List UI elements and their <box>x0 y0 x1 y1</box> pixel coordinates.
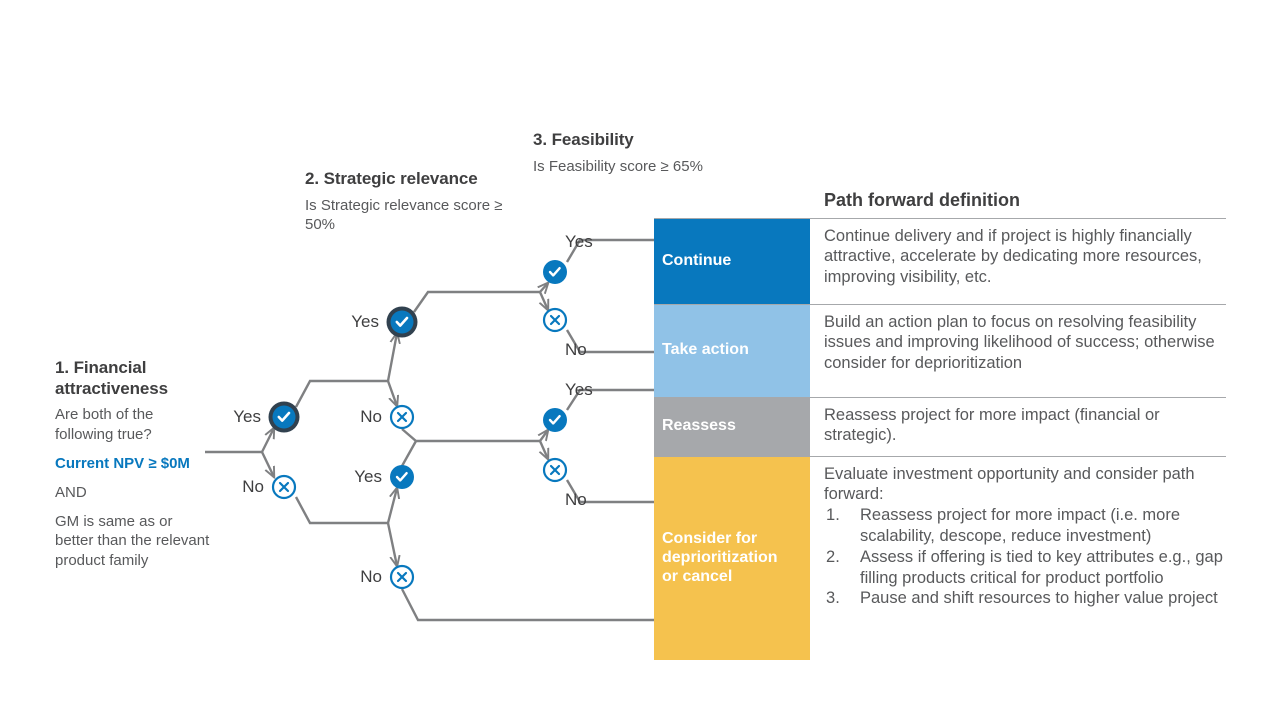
edge-root-to-no <box>260 451 274 477</box>
decision-node-no-icon <box>542 307 568 333</box>
decision-node-no-icon <box>271 474 297 500</box>
table-rows: Continue Continue delivery and if project… <box>654 218 1226 660</box>
edge-strategic-no-upper-merge <box>401 428 540 443</box>
outcome-description: Build an action plan to focus on resolvi… <box>810 305 1226 397</box>
decision-node-no-icon <box>389 564 415 590</box>
table-row: Take action Build an action plan to focus… <box>654 304 1226 397</box>
column-subtext-npv-criterion: Current NPV ≥ $0M <box>55 454 190 472</box>
outcome-description-paragraph: Reassess project for more impact (financ… <box>824 405 1160 445</box>
column-header-feasibility: 3. Feasibility Is Feasibility score ≥ 65… <box>533 130 703 176</box>
outcome-tag-take[interactable]: Take action <box>654 304 810 397</box>
decision-node-yes-icon <box>389 464 415 490</box>
edge-level2-to-no-b <box>386 522 397 566</box>
column-subtext-strategic-criterion: Is Strategic relevance score ≥ 50% <box>305 196 503 233</box>
column-header-financial-attractiveness: 1. Financial attractiveness Are both of … <box>55 358 215 570</box>
table-header-rule <box>654 217 1226 219</box>
column-title: 1. Financial attractiveness <box>55 358 168 398</box>
edge-feasibility2-to-no <box>540 440 548 459</box>
column-title: 2. Strategic relevance <box>305 169 478 188</box>
edge-outcome-consider-a <box>565 479 654 504</box>
edge-root-to-yes <box>260 428 274 453</box>
outcome-tag-line: or cancel <box>662 567 733 585</box>
outcome-tag-line: Consider for <box>662 529 758 547</box>
edge-level2-to-yes-a <box>386 333 397 382</box>
column-subtext-gm-criterion: GM is same as or better than the relevan… <box>55 513 210 569</box>
branch-label-no: No <box>565 340 587 359</box>
edge-feasibility1-to-yes <box>540 283 548 292</box>
table-row-divider <box>654 455 1226 457</box>
column-title: 3. Feasibility <box>533 130 634 149</box>
outcome-description-paragraph: Continue delivery and if project is high… <box>824 226 1202 287</box>
edge-outcome-continue <box>565 238 654 263</box>
decision-node-yes-icon <box>542 259 568 285</box>
table-row: Reassess Reassess project for more impact… <box>654 397 1226 456</box>
decision-node-yes-icon <box>542 407 568 433</box>
decision-node-no-icon <box>542 457 568 483</box>
table-row-divider <box>654 303 1226 305</box>
column-subtext-feasibility-criterion: Is Feasibility score ≥ 65% <box>533 157 703 175</box>
outcome-step-item: Pause and shift resources to higher valu… <box>826 588 1218 609</box>
branch-label-no: No <box>360 567 382 586</box>
table-row-divider <box>654 396 1226 398</box>
edge-level2-to-no-a <box>386 380 397 406</box>
branch-label-yes: Yes <box>351 312 379 331</box>
outcome-tag-reassess[interactable]: Reassess <box>654 397 810 456</box>
edge-outcome-consider-b <box>400 588 654 622</box>
outcome-description: Evaluate investment opportunity and cons… <box>810 457 1226 660</box>
outcome-tag-line: Continue <box>662 251 732 269</box>
branch-label-yes: Yes <box>233 407 261 426</box>
outcome-tag-line: Reassess <box>662 417 736 435</box>
outcome-description-paragraph: Build an action plan to focus on resolvi… <box>824 312 1215 373</box>
edge-level2-to-yes-b <box>386 488 397 524</box>
outcome-description-paragraph: Evaluate investment opportunity and cons… <box>824 464 1195 504</box>
edge-strategic-yes-lower-merge <box>400 440 418 467</box>
table-header-path-forward: Path forward definition <box>824 190 1020 210</box>
edge-feasibility2-to-yes <box>540 430 548 442</box>
branch-label-yes: Yes <box>354 467 382 486</box>
branch-label-no: No <box>242 477 264 496</box>
edge-yes-to-level2-bus <box>294 379 388 408</box>
table-row: Continue Continue delivery and if project… <box>654 218 1226 304</box>
edge-no-to-level2-bus <box>294 496 388 525</box>
outcome-description: Reassess project for more impact (financ… <box>810 398 1226 456</box>
outcome-tag-continue[interactable]: Continue <box>654 218 810 304</box>
outcome-tag-line: deprioritization <box>662 548 778 566</box>
column-header-strategic-relevance: 2. Strategic relevance Is Strategic rele… <box>305 169 505 234</box>
branch-label-yes: Yes <box>565 232 593 251</box>
branch-label-yes: Yes <box>565 380 593 399</box>
outcome-description: Continue delivery and if project is high… <box>810 219 1226 304</box>
outcome-step-item: Assess if offering is tied to key attrib… <box>826 547 1223 587</box>
column-subtext-and: AND <box>55 484 87 502</box>
edge-strategic-yes-to-feasibility-1 <box>413 290 540 313</box>
outcome-step-list: Reassess project for more impact (i.e. m… <box>824 505 1226 609</box>
branch-label-no: No <box>360 407 382 426</box>
decision-node-no-icon <box>389 404 415 430</box>
branch-label-no: No <box>565 490 587 509</box>
edge-outcome-reassess <box>565 388 654 411</box>
decision-node-yes-icon <box>386 306 418 338</box>
edge-feasibility1-to-no <box>540 291 548 310</box>
outcome-step-item: Reassess project for more impact (i.e. m… <box>826 505 1181 545</box>
outcome-tag-line: Take action <box>662 341 749 359</box>
edge-outcome-take-action <box>565 329 654 354</box>
decision-node-yes-icon <box>268 401 300 433</box>
column-subtext-line: Are both of the following true? <box>55 406 154 443</box>
